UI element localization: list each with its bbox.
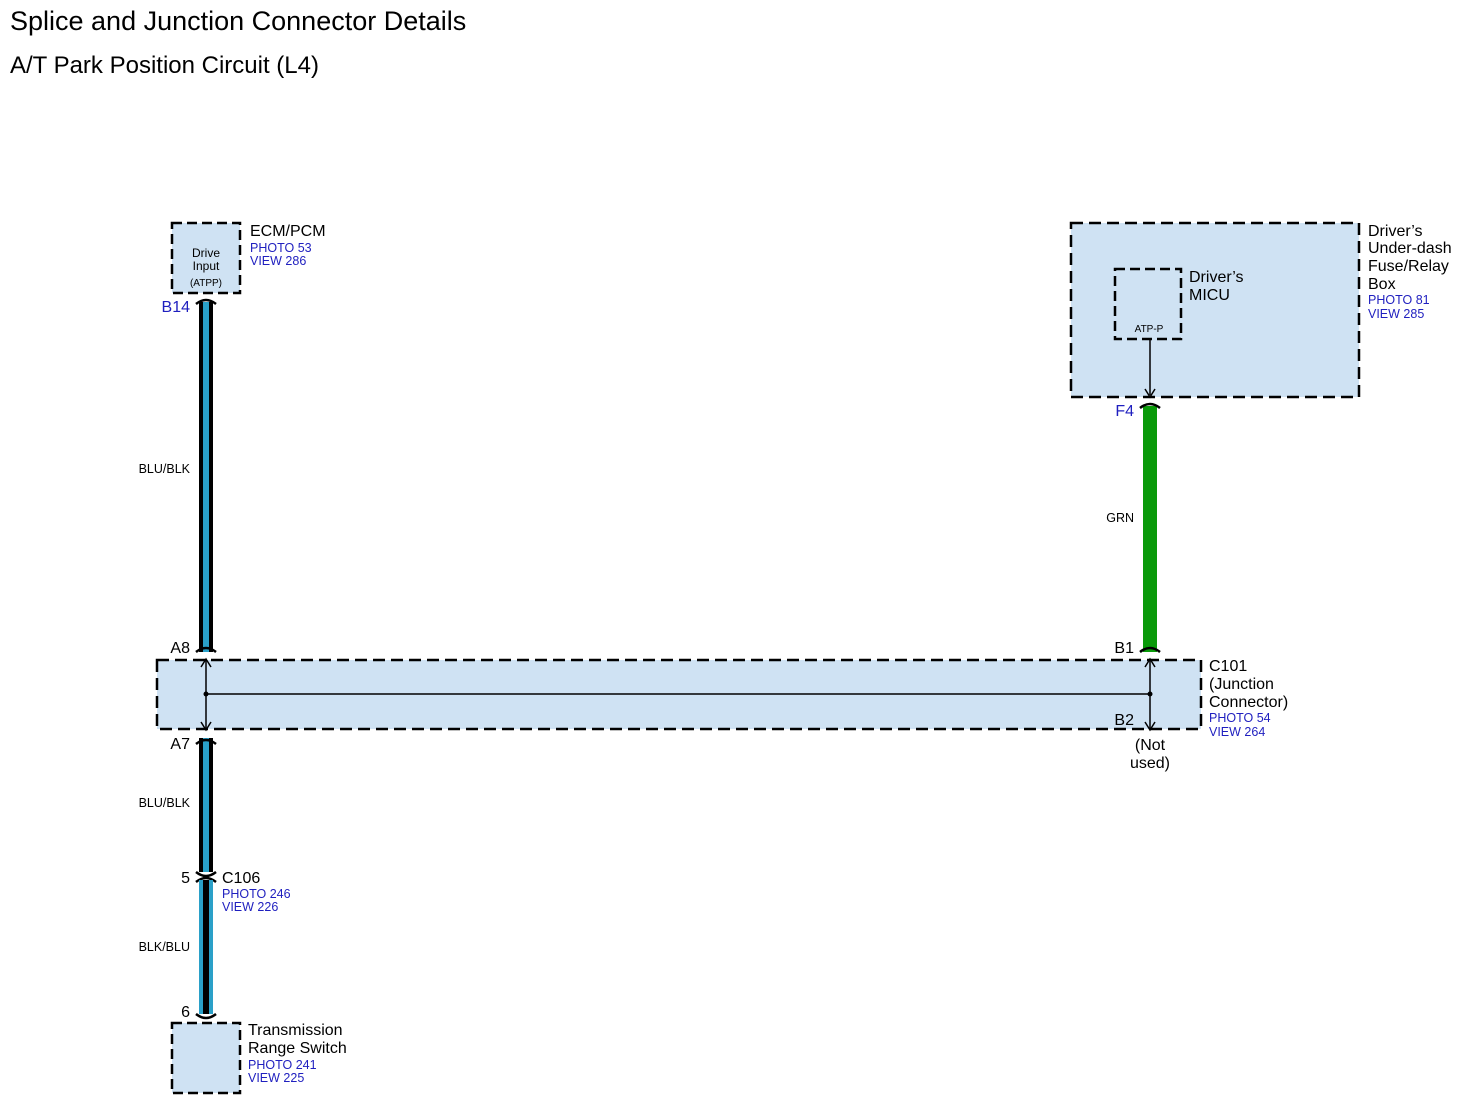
not-used-label-1: (Not — [1135, 737, 1166, 754]
wire-blk-blu — [195, 880, 217, 1020]
transmission-range-switch-component: 6 Transmission Range Switch PHOTO 241 VI… — [170, 1004, 347, 1095]
junction-pin-b2: B2 — [1114, 712, 1134, 729]
ecm-inner-label-1: Drive — [192, 246, 220, 260]
ecm-name: ECM/PCM — [250, 223, 326, 240]
junction-photo-ref: PHOTO 54 — [1209, 711, 1271, 725]
fuse-box-label-3: Fuse/Relay — [1368, 258, 1449, 275]
wire-label-upper-left: BLU/BLK — [139, 462, 191, 476]
wire-label-lower-left: BLU/BLK — [139, 796, 191, 810]
fuse-box-view-ref: VIEW 285 — [1368, 307, 1424, 321]
trs-label-1: Transmission — [248, 1022, 343, 1039]
junction-label-1: C101 — [1209, 658, 1247, 675]
micu-box — [1113, 267, 1183, 341]
junction-label-3: Connector) — [1209, 694, 1288, 711]
micu-terminal-label: ATP-P — [1135, 324, 1164, 335]
page-title: Splice and Junction Connector Details — [10, 6, 466, 36]
fuse-relay-box-component: ATP-P Driver’s MICU Driver’s Under-dash … — [1069, 221, 1452, 420]
wire-blu-blk-upper — [195, 298, 217, 654]
trs-box — [170, 1021, 242, 1095]
micu-label-2: MICU — [1189, 287, 1230, 304]
wire-label-upper-right: GRN — [1106, 511, 1134, 525]
trs-pin-6: 6 — [181, 1004, 190, 1021]
fuse-box-label-1: Driver’s — [1368, 223, 1423, 240]
junction-label-2: (Junction — [1209, 676, 1274, 693]
page-subtitle: A/T Park Position Circuit (L4) — [10, 52, 319, 79]
trs-photo-ref: PHOTO 241 — [248, 1058, 317, 1072]
wire-label-bottom-left: BLK/BLU — [139, 940, 190, 954]
connector-c106: 5 C106 PHOTO 246 VIEW 226 — [181, 870, 291, 914]
trs-label-2: Range Switch — [248, 1040, 347, 1057]
not-used-label-2: used) — [1130, 755, 1170, 772]
junction-connector-c101: A8 A7 B1 B2 (Not used) C101 (Junction Co… — [155, 640, 1288, 772]
fuse-box-pin-f4: F4 — [1115, 403, 1134, 420]
ecm-pin-b14: B14 — [162, 299, 191, 316]
c106-photo-ref: PHOTO 246 — [222, 887, 291, 901]
trs-view-ref: VIEW 225 — [248, 1071, 304, 1085]
fuse-box-label-2: Under-dash — [1368, 240, 1452, 257]
fuse-box-photo-ref: PHOTO 81 — [1368, 293, 1430, 307]
c106-name: C106 — [222, 870, 260, 887]
micu-label-1: Driver’s — [1189, 269, 1244, 286]
ecm-photo-ref: PHOTO 53 — [250, 241, 312, 255]
junction-pin-a7: A7 — [170, 736, 190, 753]
wire-blu-blk-lower — [195, 738, 217, 878]
c106-pin-5: 5 — [181, 870, 190, 887]
ecm-view-ref: VIEW 286 — [250, 254, 306, 268]
ecm-pcm-box — [170, 221, 242, 295]
fuse-box-label-4: Box — [1368, 276, 1396, 293]
c106-view-ref: VIEW 226 — [222, 900, 278, 914]
junction-view-ref: VIEW 264 — [1209, 725, 1265, 739]
ecm-inner-label-3: (ATPP) — [190, 278, 222, 289]
junction-pin-b1: B1 — [1114, 640, 1134, 657]
wire-grn — [1139, 402, 1161, 654]
junction-pin-a8: A8 — [170, 640, 190, 657]
ecm-pcm-component: Drive Input (ATPP) ECM/PCM PHOTO 53 VIEW… — [162, 221, 326, 316]
ecm-inner-label-2: Input — [193, 259, 220, 273]
